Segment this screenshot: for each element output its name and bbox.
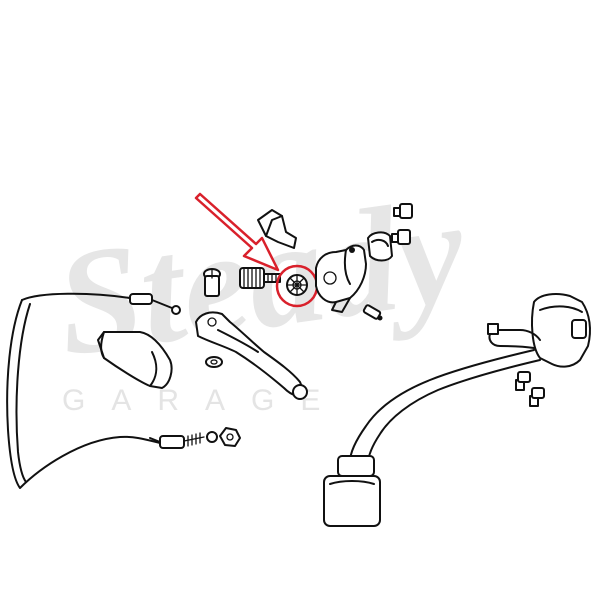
switch-housing [487,293,591,368]
clamp-bolt-bottom [391,229,411,245]
lever-washer [205,356,223,368]
switch-connector [487,323,499,335]
clamp-bolt-top [393,203,413,219]
switch-screw-1 [515,371,531,391]
clutch-perch [315,244,367,313]
clutch-lever [195,311,308,400]
cable-boot-bottom [159,435,185,449]
harness-connector [323,455,381,527]
switch-screw-2 [529,387,545,407]
watermark-sub: GARAGE [62,384,346,417]
adjuster-nut [219,427,241,447]
clutch-cable [6,292,241,489]
perch-switch [257,209,297,249]
adjuster-bolt [239,267,281,289]
cable-end-nipple [171,305,181,315]
cable-boot-top [129,293,153,305]
perch-clamp [367,231,393,262]
gear-part [286,274,308,296]
adjuster-washer [206,431,218,443]
pointer-arrow-icon [194,192,280,272]
lever-cover [97,331,173,389]
switch-wire [488,333,535,349]
pivot-bolt [203,268,221,297]
small-screw [362,304,383,321]
wiring-harness [349,349,541,465]
